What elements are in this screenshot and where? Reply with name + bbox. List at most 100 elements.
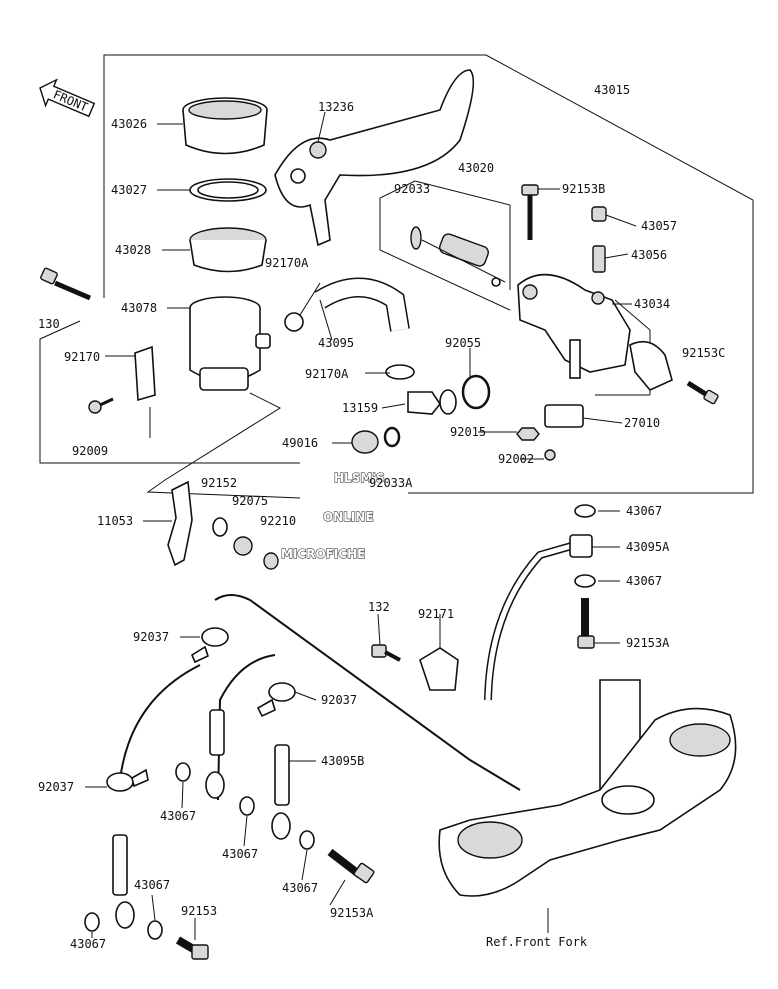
label-43067-g: 43067 — [70, 937, 106, 951]
label-43078: 43078 — [121, 301, 157, 315]
watermark-line-1: HLSM'S — [334, 471, 385, 485]
grommet-92075-part — [233, 536, 253, 556]
label-11053: 11053 — [97, 514, 133, 528]
circlip-92033a-part — [383, 426, 401, 448]
nut-92015-part — [516, 427, 540, 441]
reservoir-cap-part — [182, 97, 268, 155]
assembly-outline — [39, 54, 754, 499]
master-cylinder-body-part — [517, 273, 631, 379]
banjo-bolt-92153-part — [175, 936, 209, 960]
clamp-92171-part — [419, 647, 459, 691]
label-92153c: 92153C — [682, 346, 725, 360]
leader-lines — [85, 111, 637, 940]
label-92171: 92171 — [418, 607, 454, 621]
front-arrow-icon: FRONT — [39, 78, 96, 118]
label-92075: 92075 — [232, 494, 268, 508]
label-13236: 13236 — [318, 100, 354, 114]
fitting-13159-part — [407, 389, 457, 415]
o-ring-92055-part — [461, 374, 491, 410]
label-43034: 43034 — [634, 297, 670, 311]
label-43067-e: 43067 — [282, 881, 318, 895]
watermark: HLSM'S ONLINE MICROFICHE — [280, 470, 385, 561]
reservoir-hose-part — [314, 277, 410, 332]
label-92153b: 92153B — [562, 182, 605, 196]
banjo-bolt-92153a-top-part — [577, 598, 595, 649]
reservoir-body-part — [189, 296, 271, 391]
label-43067-f: 43067 — [134, 878, 170, 892]
bolt-92153c-part — [686, 380, 719, 405]
label-92152: 92152 — [201, 476, 237, 490]
label-43015: 43015 — [594, 83, 630, 97]
brake-lever-part — [274, 69, 475, 247]
label-92033a: 92033A — [369, 476, 413, 490]
diaphragm-part — [189, 227, 267, 273]
banjo-bolt-92153a-bottom-part — [327, 848, 375, 884]
piston-kit-part — [410, 226, 506, 287]
label-43095a: 43095A — [626, 540, 670, 554]
label-92153: 92153 — [181, 904, 217, 918]
label-92033: 92033 — [394, 182, 430, 196]
clamp-92170a-lower-part — [385, 364, 415, 380]
label-43056: 43056 — [631, 248, 667, 262]
valve-43056-part — [592, 245, 606, 273]
label-92002: 92002 — [498, 452, 534, 466]
screw-92002-part — [544, 449, 556, 461]
brake-hose-main-part — [484, 534, 593, 701]
collar-92152-part — [212, 517, 228, 537]
watermark-line-2: ONLINE — [323, 510, 374, 524]
label-92015: 92015 — [450, 425, 486, 439]
label-92153a-bottom: 92153A — [330, 906, 374, 920]
banjo-92037-left-part — [106, 768, 149, 792]
switch-27010-part — [544, 404, 584, 428]
holder-43034-part — [629, 340, 673, 391]
bracket-11053-part — [167, 480, 193, 567]
label-92055: 92055 — [445, 336, 481, 350]
grommet-49016-part — [351, 430, 379, 454]
label-92170a-lower: 92170A — [305, 367, 349, 381]
label-92170: 92170 — [64, 350, 100, 364]
watermark-line-3: MICROFICHE — [281, 547, 365, 561]
label-43067-c: 43067 — [160, 809, 196, 823]
label-92037-middle: 92037 — [321, 693, 357, 707]
bolt-132-part — [371, 644, 401, 662]
label-49016: 49016 — [282, 436, 318, 450]
bolt-130-part — [40, 267, 91, 301]
front-arrow-label: FRONT — [51, 87, 90, 114]
label-130: 130 — [38, 317, 60, 331]
label-43067-top: 43067 — [626, 504, 662, 518]
bolt-92153b-part — [521, 184, 539, 240]
ref-front-fork-label: Ref.Front Fork — [486, 935, 588, 949]
cap-43057-part — [591, 206, 607, 222]
label-13159: 13159 — [342, 401, 378, 415]
label-92009: 92009 — [72, 444, 108, 458]
screw-92009-part — [88, 397, 114, 414]
label-92037-top: 92037 — [133, 630, 169, 644]
label-43067-d: 43067 — [222, 847, 258, 861]
label-43027: 43027 — [111, 183, 147, 197]
label-92037-left: 92037 — [38, 780, 74, 794]
diaphragm-plate-part — [189, 178, 267, 202]
label-43067-second: 43067 — [626, 574, 662, 588]
label-92170a-upper: 92170A — [265, 256, 309, 270]
label-92153a-top: 92153A — [626, 636, 670, 650]
label-132: 132 — [368, 600, 390, 614]
label-43057: 43057 — [641, 219, 677, 233]
clamp-92170a-upper-part — [284, 312, 304, 332]
hose-43095b-segments-part — [112, 709, 291, 929]
banjo-92037-middle-part — [256, 682, 296, 718]
label-27010: 27010 — [624, 416, 660, 430]
reservoir-bracket-part — [134, 345, 156, 402]
fork-bracket-part — [438, 679, 737, 897]
label-43020: 43020 — [458, 161, 494, 175]
nut-92210-part — [263, 552, 279, 570]
label-43095: 43095 — [318, 336, 354, 350]
banjo-92037-top-part — [190, 627, 229, 664]
label-43026: 43026 — [111, 117, 147, 131]
part-labels: 43015 43026 13236 43027 43020 92033 9215… — [38, 83, 725, 951]
label-43095b: 43095B — [321, 754, 364, 768]
brake-hose-long-part — [119, 594, 521, 801]
label-92210: 92210 — [260, 514, 296, 528]
label-43028: 43028 — [115, 243, 151, 257]
washers-43067-part — [84, 504, 596, 940]
